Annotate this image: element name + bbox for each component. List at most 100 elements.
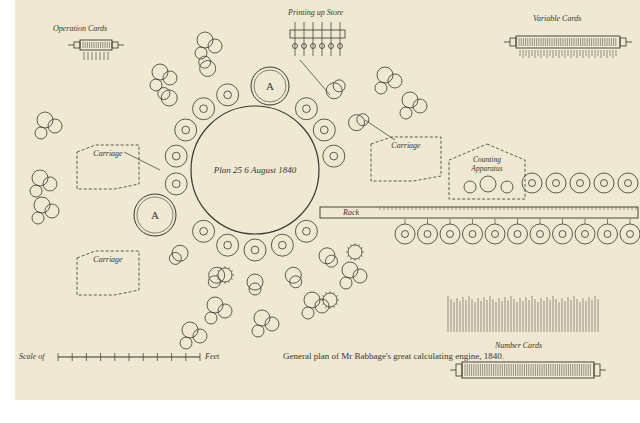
carriage-region: Carriage: [76, 144, 140, 190]
store-pin: [472, 219, 473, 224]
card-hatch: [547, 38, 548, 46]
ratchet-wheel: [348, 245, 362, 259]
card-hatch: [565, 38, 566, 46]
rack-tooth: [492, 207, 493, 210]
card-hatch: [478, 364, 479, 376]
gear-axis: [582, 231, 589, 238]
card-hatch: [600, 38, 601, 46]
rack-tooth: [420, 207, 421, 210]
gear-wheel: [217, 234, 239, 256]
card-hatch: [531, 364, 532, 376]
card-hatch: [537, 364, 538, 376]
wheel-outline: [134, 194, 176, 236]
gear-axis: [604, 231, 611, 238]
card-axle: [68, 45, 74, 46]
card-hatch: [585, 38, 586, 46]
card-lever: [454, 302, 455, 332]
gear-axis: [279, 241, 287, 249]
scale-label: Scale of: [18, 352, 46, 361]
card-lever: [451, 299, 452, 332]
card-hatch: [575, 364, 576, 376]
pinion: [342, 262, 358, 278]
pinion: [218, 304, 232, 318]
card-hatch: [576, 38, 577, 46]
pinion: [353, 269, 367, 283]
ratchet-tooth: [216, 275, 218, 276]
gear-wheel: [463, 224, 483, 244]
card-lever: [577, 50, 578, 58]
pinion: [400, 107, 412, 119]
card-lever: [610, 50, 611, 56]
card-lever: [478, 298, 479, 332]
card-lever: [466, 300, 467, 332]
gear-axis: [200, 105, 208, 113]
gear-axis: [172, 152, 180, 160]
gear-wheel: [395, 224, 415, 244]
card-hatch: [517, 364, 518, 376]
scale-tick: [58, 353, 59, 361]
rack-tooth: [404, 207, 405, 210]
card-lever: [592, 50, 593, 56]
pinion: [349, 115, 365, 131]
pinion: [375, 82, 387, 94]
card-label: Number Cards: [494, 341, 543, 350]
card-hatch: [581, 364, 582, 376]
pinion: [34, 197, 50, 213]
ratchet-tooth: [322, 296, 324, 297]
gear-wheel: [620, 224, 640, 244]
card-lever: [595, 50, 596, 58]
card-end: [620, 38, 626, 46]
gear-wheel: [271, 234, 293, 256]
pinion: [304, 292, 320, 308]
pinion: [302, 307, 314, 319]
card-drum: [462, 362, 594, 378]
card-hatch: [100, 42, 101, 48]
card-lever: [108, 52, 109, 60]
ratchet-tooth: [229, 267, 230, 269]
rack-tooth: [476, 207, 477, 210]
rack-tooth: [412, 207, 413, 210]
gear-wheel: [418, 224, 438, 244]
card-lever: [571, 50, 572, 58]
card-drum: [516, 36, 620, 48]
rack-tooth: [464, 207, 465, 210]
card-hatch: [569, 38, 570, 46]
card-hatch: [550, 364, 551, 376]
card-lever: [517, 302, 518, 332]
card-hatch: [613, 38, 614, 46]
card-lever: [538, 50, 539, 56]
printing-rod: [304, 22, 305, 56]
gear-wheel: [244, 239, 266, 261]
card-lever: [601, 50, 602, 58]
ratchet-tooth: [221, 267, 222, 269]
ratchet-tooth: [337, 300, 339, 301]
caption: General plan of Mr Babbage's great calcu…: [282, 351, 505, 361]
card-hatch: [559, 364, 560, 376]
printing-rod: [331, 22, 332, 56]
rack-tooth: [604, 207, 605, 210]
pinion: [32, 170, 48, 186]
card-hatch: [560, 38, 561, 46]
printing-rod: [340, 22, 341, 56]
pinion: [388, 74, 402, 88]
rack-tooth: [496, 207, 497, 210]
card-hatch: [534, 38, 535, 46]
rack-tooth: [532, 207, 533, 210]
pinion: [340, 277, 352, 289]
wheel-rim: [254, 70, 286, 102]
wheel-outline: [251, 67, 289, 105]
store-pin: [630, 219, 631, 224]
pinion: [35, 127, 47, 139]
card-hatch: [564, 364, 565, 376]
ratchet-wheel: [218, 268, 232, 282]
rack-tooth: [548, 207, 549, 210]
ratchet-tooth: [351, 258, 352, 260]
card-hatch: [513, 364, 514, 376]
card-hatch: [578, 38, 579, 46]
card-hatch: [515, 364, 516, 376]
store-pin: [562, 219, 563, 224]
pinion: [207, 297, 223, 313]
gear-axis: [424, 231, 431, 238]
rack-tooth: [384, 207, 385, 210]
part-name: Carriage: [92, 255, 123, 264]
